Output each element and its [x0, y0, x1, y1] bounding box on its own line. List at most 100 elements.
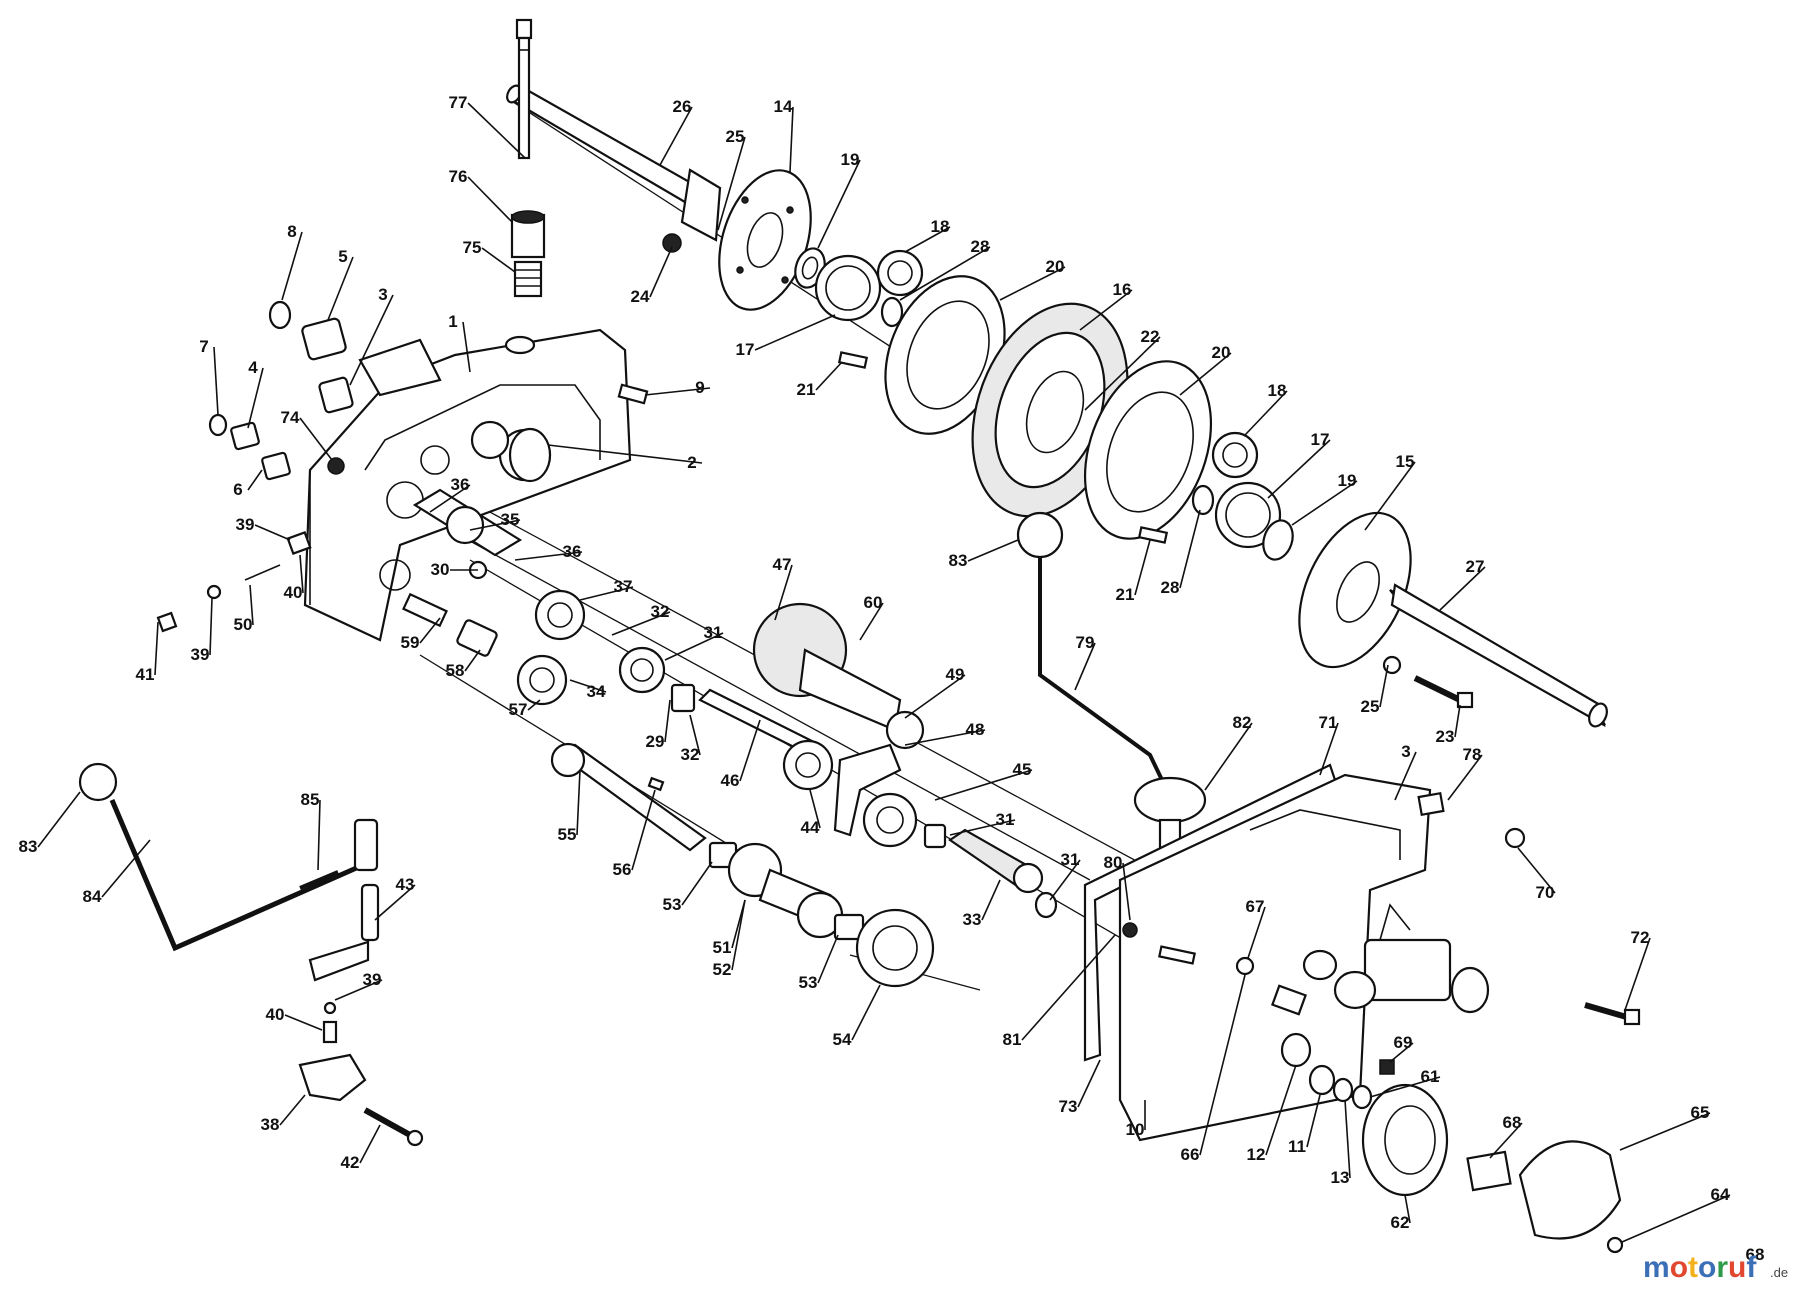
part-number-label: 23	[1436, 727, 1455, 746]
leader-line	[299, 554, 304, 594]
leader-line	[904, 729, 986, 746]
part-number-label: 68	[1746, 1245, 1765, 1264]
watermark-letter: o	[1670, 1251, 1688, 1284]
part-number-label: 39	[363, 970, 382, 989]
part-number-label: 65	[1691, 1103, 1710, 1122]
leader-line	[1049, 859, 1081, 901]
leader-line	[1267, 439, 1331, 499]
part-number-label: 62	[1391, 1213, 1410, 1232]
leader-line	[739, 719, 761, 782]
part-number-label: 53	[799, 973, 818, 992]
leader-line	[349, 294, 394, 386]
bearing-5	[301, 317, 347, 361]
leader-line	[1306, 1094, 1321, 1148]
leader-line	[899, 246, 991, 301]
leader-line	[999, 266, 1066, 301]
part-number-label: 44	[801, 818, 820, 837]
breather-70	[1504, 827, 1526, 849]
brake-band-65	[1518, 1140, 1622, 1240]
part-number-label: 75	[463, 238, 482, 257]
part-number-label: 17	[1311, 430, 1330, 449]
leader-line	[464, 649, 481, 672]
leader-line	[281, 231, 303, 301]
part-number-label: 43	[396, 875, 415, 894]
leader-line	[37, 791, 81, 848]
part-number-label: 72	[1631, 928, 1650, 947]
leader-line	[213, 346, 219, 416]
washer-8	[268, 300, 292, 330]
washer-7	[208, 413, 228, 437]
part-number-label: 15	[1396, 452, 1415, 471]
part-number-label: 55	[558, 825, 577, 844]
leader-line	[1344, 1099, 1351, 1179]
shaft-59-58	[402, 592, 498, 657]
part-number-label: 84	[83, 887, 102, 906]
part-number-label: 38	[261, 1115, 280, 1134]
cluster-gear-60	[752, 602, 925, 750]
nut-24	[662, 233, 682, 253]
part-number-label: 83	[949, 551, 968, 570]
part-number-label: 74	[281, 408, 300, 427]
part-number-label: 17	[736, 340, 755, 359]
leader-line	[209, 597, 213, 656]
bearing-6	[261, 451, 291, 481]
watermark-suffix: .de	[1770, 1265, 1788, 1280]
part-number-label: 4	[248, 358, 258, 377]
part-number-label: 45	[1013, 760, 1032, 779]
leader-line	[817, 934, 839, 984]
plug-74	[327, 457, 345, 475]
watermark-letter: m	[1643, 1251, 1670, 1284]
leader-line	[467, 102, 526, 159]
part-number-label: 79	[1076, 633, 1095, 652]
part-number-label: 27	[1466, 557, 1485, 576]
leader-line	[664, 699, 671, 743]
part-number-label: 3	[378, 285, 387, 304]
part-number-label: 32	[681, 745, 700, 764]
part-number-label: 10	[1126, 1120, 1145, 1139]
part-number-label: 47	[773, 555, 792, 574]
part-number-label: 11	[1288, 1137, 1306, 1156]
leader-line	[1199, 974, 1246, 1156]
leader-line	[547, 444, 703, 464]
part-number-label: 54	[833, 1030, 852, 1049]
part-number-label: 1	[448, 312, 457, 331]
part-number-label: 36	[451, 475, 470, 494]
part-number-label: 52	[713, 960, 732, 979]
part-number-label: 60	[864, 593, 883, 612]
part-number-label: 78	[1463, 745, 1482, 764]
leader-line	[1247, 906, 1266, 959]
ring-28-lower	[1191, 484, 1215, 516]
shift-lever-84	[78, 762, 372, 952]
leader-line	[1204, 722, 1253, 791]
part-number-label: 46	[721, 771, 740, 790]
part-number-label: 21	[1116, 585, 1135, 604]
part-number-label: 32	[651, 602, 670, 621]
leader-line	[1074, 642, 1096, 691]
bolt-72	[1584, 1002, 1641, 1026]
leader-line	[1447, 754, 1483, 801]
leader-line	[981, 879, 1001, 921]
leader-line	[514, 551, 583, 561]
part-number-label: 18	[931, 217, 950, 236]
cluster-gear-51-52	[727, 842, 844, 939]
washer-19-lower	[1262, 519, 1294, 561]
leader-line	[817, 159, 861, 249]
leader-line	[904, 226, 951, 253]
part-number-label: 61	[1421, 1067, 1440, 1086]
leader-line	[579, 586, 634, 601]
leader-line	[317, 799, 321, 871]
watermark-logo: motoruf .de	[1643, 1251, 1788, 1284]
part-number-label: 71	[1319, 713, 1338, 732]
gear-45	[862, 792, 918, 848]
leader-line	[1489, 1122, 1523, 1159]
part-number-label: 58	[446, 661, 465, 680]
leader-line	[1454, 704, 1461, 738]
bushing-76	[510, 210, 546, 259]
leader-line	[249, 584, 254, 626]
leader-line	[299, 417, 333, 461]
leader-line	[247, 469, 263, 491]
part-number-label: 20	[1046, 257, 1065, 276]
leader-line	[467, 176, 513, 223]
plug-69	[1379, 1059, 1395, 1075]
gear-17-lower	[1214, 481, 1282, 549]
